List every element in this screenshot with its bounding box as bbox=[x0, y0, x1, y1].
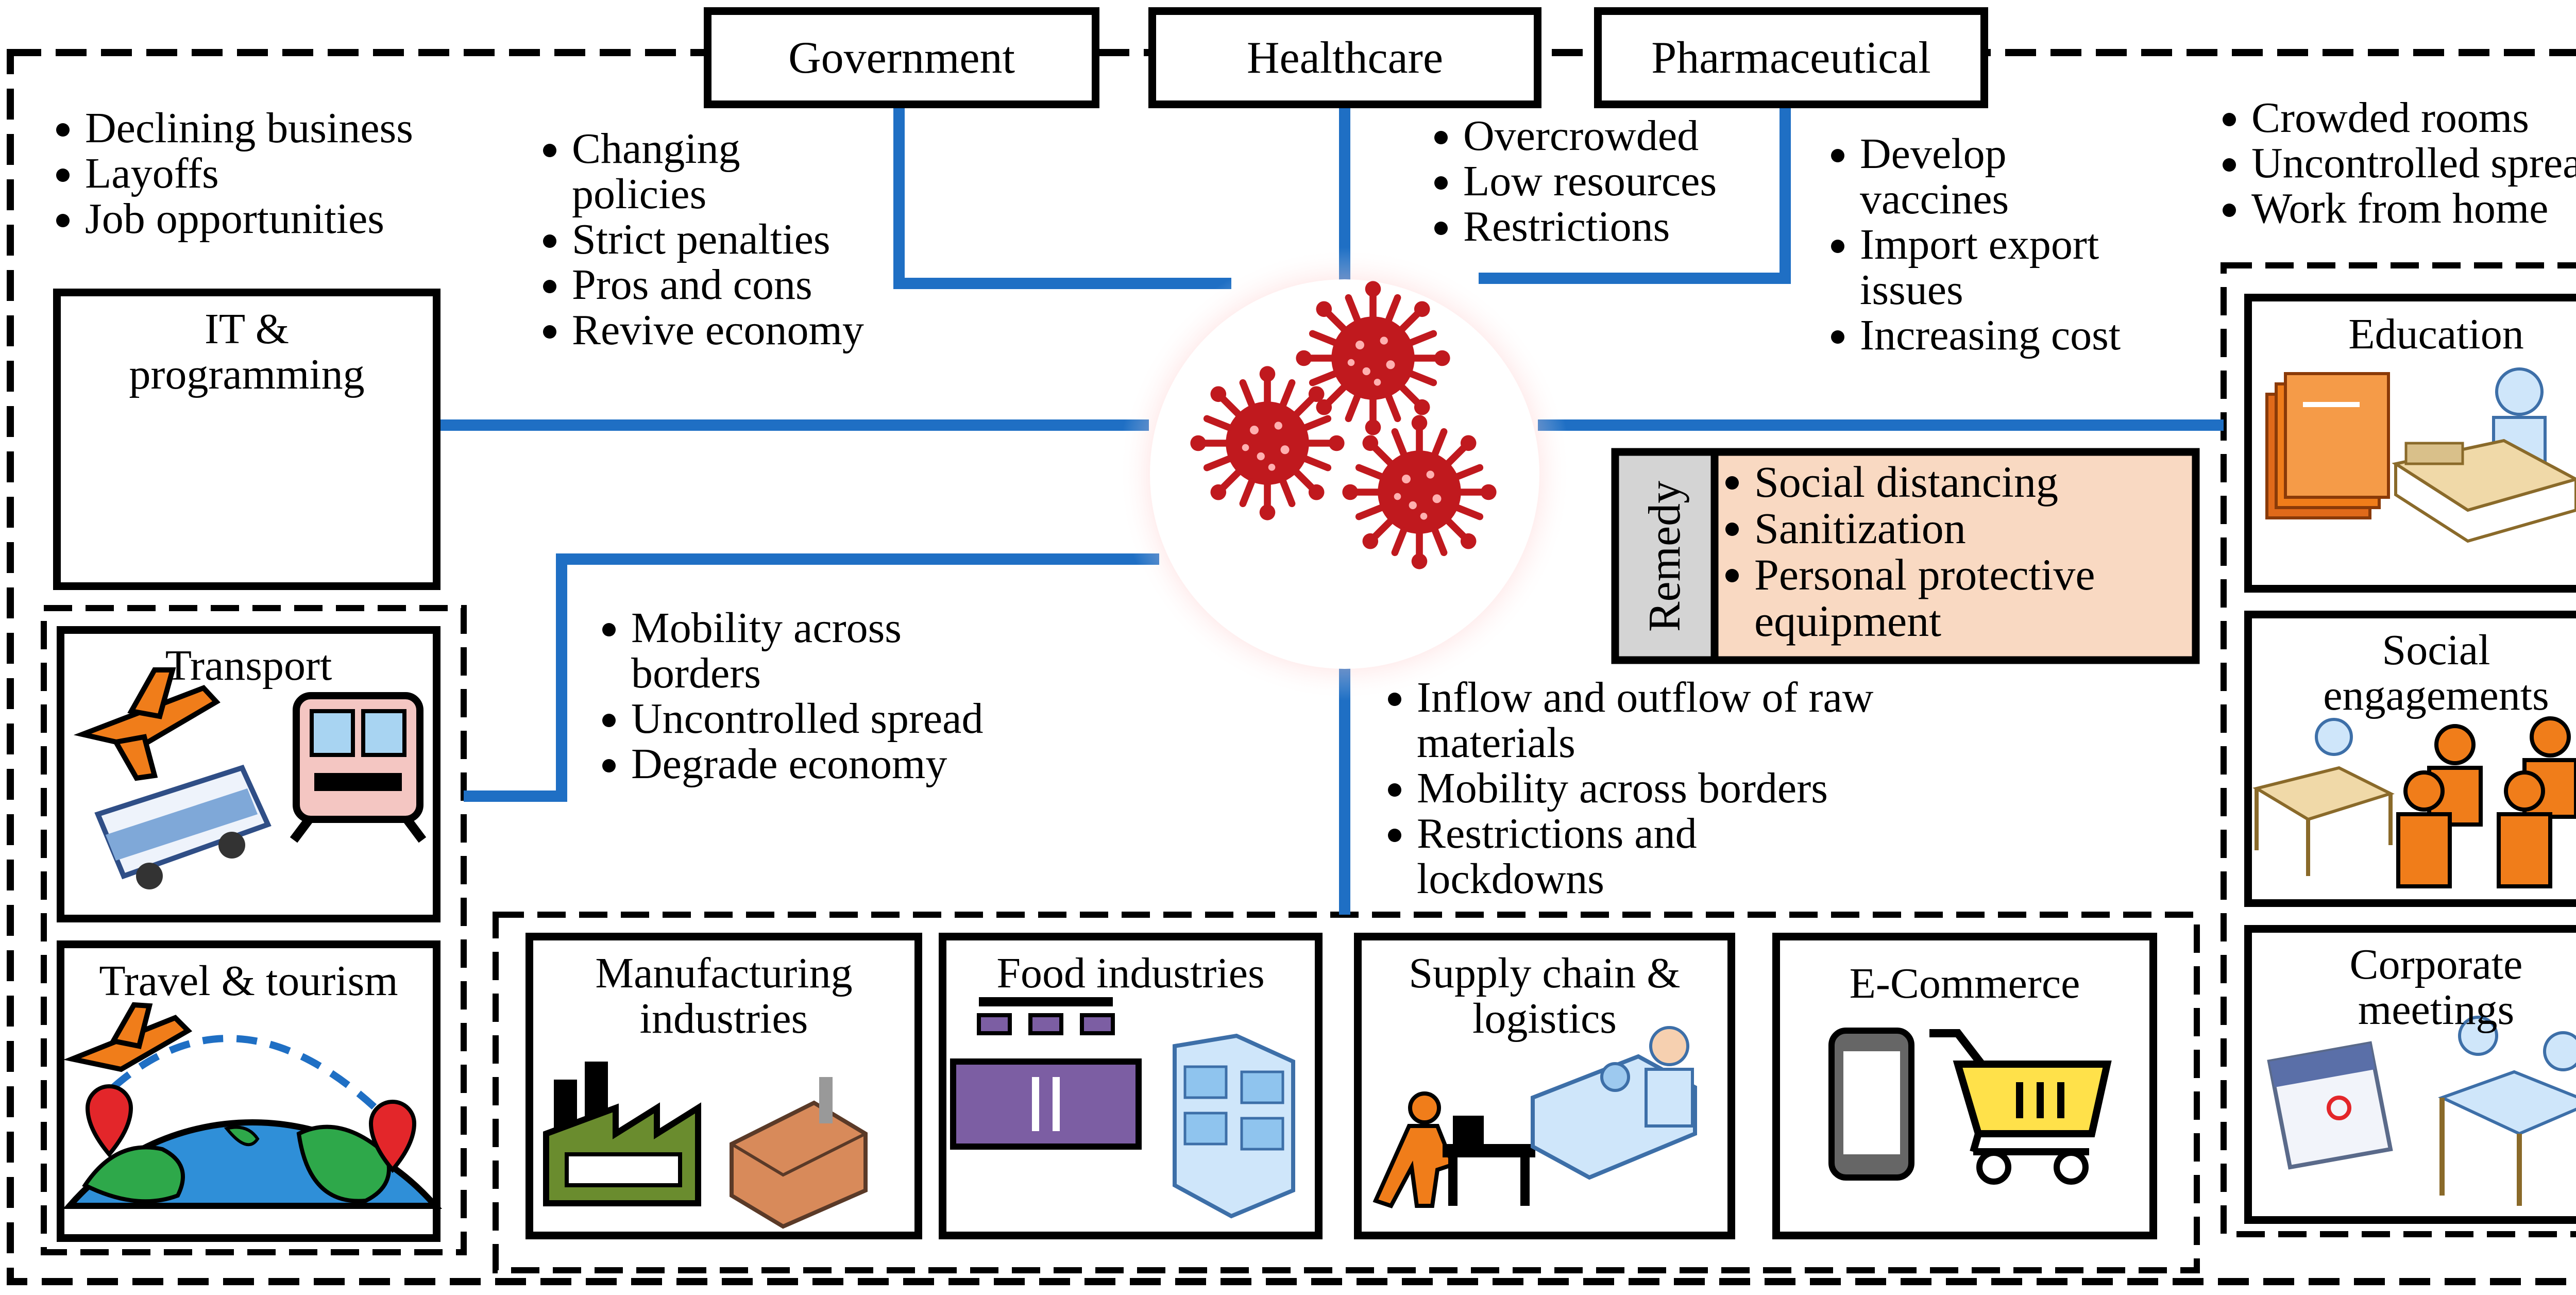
pharmaceutical-label: Pharmaceutical bbox=[1651, 32, 1931, 83]
globe-icon bbox=[62, 1119, 443, 1209]
panel-title: IT & programming bbox=[129, 305, 365, 398]
worker-pushing-icon bbox=[1372, 1091, 1535, 1208]
calendar-icon bbox=[2267, 1041, 2393, 1170]
smartphone-icon bbox=[1828, 1028, 1914, 1181]
it-programming-panel: IT & programming bbox=[53, 289, 440, 590]
supply-chain-panel: Supply chain & logistics bbox=[1354, 933, 1735, 1239]
virus-circle bbox=[1150, 279, 1539, 669]
note-item: Work from home bbox=[2215, 186, 2576, 231]
healthcare-notes: Overcrowded Low resources Restrictions bbox=[1427, 113, 1808, 249]
note-item: Job opportunities bbox=[49, 196, 523, 242]
manufacturing-panel: Manufacturing industries bbox=[526, 933, 922, 1239]
remedy-title-cell: Remedy bbox=[1619, 456, 1711, 657]
food-industries-panel: Food industries bbox=[939, 933, 1323, 1239]
note-item: Revive economy bbox=[536, 308, 958, 353]
note-item: Crowded rooms bbox=[2215, 95, 2576, 141]
location-pin-icon bbox=[85, 1084, 417, 1173]
note-item: Strict penalties bbox=[536, 217, 958, 262]
education-group-border bbox=[2221, 262, 2576, 1237]
transport-notes: Mobility across borders Uncontrolled spr… bbox=[595, 606, 1079, 787]
remedy-item: Personal protective equipment bbox=[1718, 551, 2192, 644]
conveyor-worker-icon bbox=[1531, 1026, 1697, 1180]
panel-title: E-Commerce bbox=[1849, 960, 2080, 1007]
remedy-label-box bbox=[1611, 448, 1719, 664]
note-item: Pros and cons bbox=[536, 262, 958, 308]
government-label: Government bbox=[788, 32, 1015, 83]
airplane-icon bbox=[73, 667, 221, 781]
healthcare-box: Healthcare bbox=[1148, 7, 1541, 108]
note-item: Low resources bbox=[1427, 159, 1808, 204]
note-item: Layoffs bbox=[49, 151, 523, 196]
panel-title: Food industries bbox=[996, 949, 1265, 997]
industry-notes: Inflow and outflow of raw materials Mobi… bbox=[1381, 675, 1937, 902]
note-item: Changing policies bbox=[536, 126, 819, 217]
note-item: Inflow and outflow of raw materials bbox=[1381, 675, 1932, 766]
pharmaceutical-notes: Develop vaccines Import export issues In… bbox=[1824, 131, 2184, 358]
ecommerce-panel: E-Commerce bbox=[1772, 933, 2157, 1239]
books-icon bbox=[2265, 372, 2390, 519]
note-item: Import export issues bbox=[1824, 222, 2169, 313]
remedy-title: Remedy bbox=[1640, 480, 1690, 632]
bus-icon bbox=[94, 764, 272, 889]
note-item: Overcrowded bbox=[1427, 113, 1808, 159]
note-item: Restrictions bbox=[1427, 204, 1808, 249]
note-item: Degrade economy bbox=[595, 742, 1079, 787]
note-item: Increasing cost bbox=[1824, 313, 2184, 358]
remedy-item: Social distancing bbox=[1718, 459, 2192, 505]
travel-tourism-panel: Travel & tourism bbox=[57, 940, 440, 1242]
education-panel: Education bbox=[2244, 294, 2576, 593]
transport-panel: Transport bbox=[57, 626, 440, 922]
panel-title: Corporate meetings bbox=[2349, 940, 2523, 1034]
flight-path bbox=[111, 1035, 394, 1126]
note-item: Develop vaccines bbox=[1824, 131, 2076, 222]
people-group-icon bbox=[2396, 716, 2576, 888]
note-item: Mobility across borders bbox=[595, 606, 992, 696]
remedy-list: Social distancing Sanitization Personal … bbox=[1718, 459, 2192, 644]
note-item: Uncontrolled spread bbox=[595, 696, 1079, 742]
healthcare-label: Healthcare bbox=[1246, 32, 1444, 83]
restaurant-building-icon bbox=[1173, 1033, 1295, 1219]
kitchen-counter-icon bbox=[950, 997, 1142, 1150]
government-box: Government bbox=[704, 7, 1099, 108]
factory-building-icon bbox=[730, 1077, 868, 1229]
corporate-meetings-panel: Corporate meetings bbox=[2244, 925, 2576, 1224]
panel-title: Transport bbox=[165, 642, 332, 689]
note-item: Uncontrolled spread bbox=[2215, 141, 2576, 186]
note-item: Restrictions and lockdowns bbox=[1381, 811, 1788, 902]
shopping-cart-icon bbox=[1929, 1029, 2112, 1185]
meeting-desk-icon bbox=[2252, 718, 2395, 876]
pharmaceutical-box: Pharmaceutical bbox=[1594, 7, 1988, 108]
government-notes: Changing policies Strict penalties Pros … bbox=[536, 126, 958, 353]
factory-icon bbox=[543, 1062, 701, 1206]
transport-group-border bbox=[41, 605, 467, 1255]
conference-table-icon bbox=[2438, 1016, 2576, 1206]
airplane-icon bbox=[63, 1002, 193, 1072]
remedy-item: Sanitization bbox=[1718, 505, 2192, 551]
panel-title: Supply chain & logistics bbox=[1409, 949, 1681, 1042]
business-notes: Declining business Layoffs Job opportuni… bbox=[49, 106, 523, 242]
train-icon bbox=[290, 692, 427, 843]
panel-title: Travel & tourism bbox=[99, 957, 398, 1005]
panel-title: Manufacturing industries bbox=[595, 949, 853, 1042]
social-engagements-panel: Social engagements bbox=[2244, 611, 2576, 907]
panel-title: Education bbox=[2348, 310, 2524, 358]
student-desk-icon bbox=[2392, 367, 2576, 543]
panel-title: Social engagements bbox=[2323, 626, 2549, 719]
note-item: Declining business bbox=[49, 106, 523, 151]
education-notes: Crowded rooms Uncontrolled spread Work f… bbox=[2215, 95, 2576, 231]
note-item: Mobility across borders bbox=[1381, 766, 1937, 811]
